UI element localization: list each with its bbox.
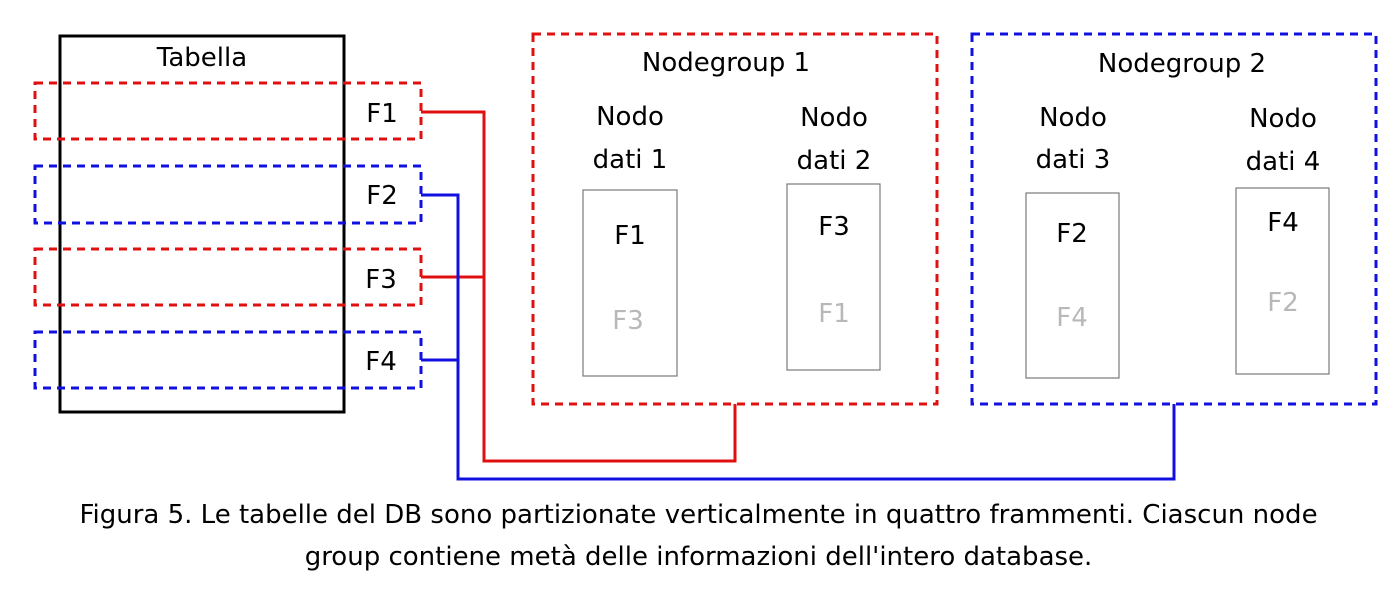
node-3-primary-fragment: F2 xyxy=(1056,219,1088,249)
node-2-replica-fragment: F1 xyxy=(818,299,850,329)
node-3-name-line1: Nodo xyxy=(1039,103,1107,133)
node-1-name-line1: Nodo xyxy=(596,102,664,132)
nodegroup-2-title: Nodegroup 2 xyxy=(1098,49,1266,79)
caption-line-2: group contiene metà delle informazioni d… xyxy=(304,542,1093,572)
node-1-name-line2: dati 1 xyxy=(593,145,668,175)
connector-blue-f2 xyxy=(421,193,1176,481)
fragment-box-f2 xyxy=(33,164,423,225)
fragment-label-f4: F4 xyxy=(365,347,397,377)
node-3-replica-fragment: F4 xyxy=(1056,303,1088,333)
node-2-name-line1: Nodo xyxy=(800,103,868,133)
node-1-replica-fragment: F3 xyxy=(612,306,644,336)
fragment-box-f4 xyxy=(33,330,423,390)
nodegroup-2-box xyxy=(970,32,1378,406)
node-1-primary-fragment: F1 xyxy=(614,221,646,251)
fragment-box-f1 xyxy=(33,81,423,141)
node-2-box xyxy=(786,183,881,371)
node-1-box xyxy=(582,189,678,377)
connector-red-f1 xyxy=(421,110,737,463)
nodegroup-1-box xyxy=(531,32,939,406)
node-4-primary-fragment: F4 xyxy=(1267,208,1299,238)
node-3-box xyxy=(1025,192,1120,379)
node-3-name-line2: dati 3 xyxy=(1036,145,1111,175)
figure-caption: Figura 5. Le tabelle del DB sono partizi… xyxy=(0,494,1397,578)
fragment-label-f1: F1 xyxy=(366,99,398,129)
fragment-box-f3 xyxy=(33,247,423,307)
node-4-replica-fragment: F2 xyxy=(1267,288,1299,318)
node-2-primary-fragment: F3 xyxy=(818,212,850,242)
fragment-label-f2: F2 xyxy=(366,181,398,211)
node-4-name-line1: Nodo xyxy=(1249,104,1317,134)
nodegroup-1-title: Nodegroup 1 xyxy=(642,48,810,78)
node-4-box xyxy=(1235,187,1330,375)
fragment-label-f3: F3 xyxy=(365,265,397,295)
caption-line-1: Figura 5. Le tabelle del DB sono partizi… xyxy=(79,500,1318,530)
node-4-name-line2: dati 4 xyxy=(1246,147,1321,177)
table-title: Tabella xyxy=(156,43,247,73)
node-2-name-line2: dati 2 xyxy=(797,146,872,176)
partition-diagram: Tabella F1 F2 F3 F4 Nodegroup 1 Nodo dat… xyxy=(33,32,1378,481)
